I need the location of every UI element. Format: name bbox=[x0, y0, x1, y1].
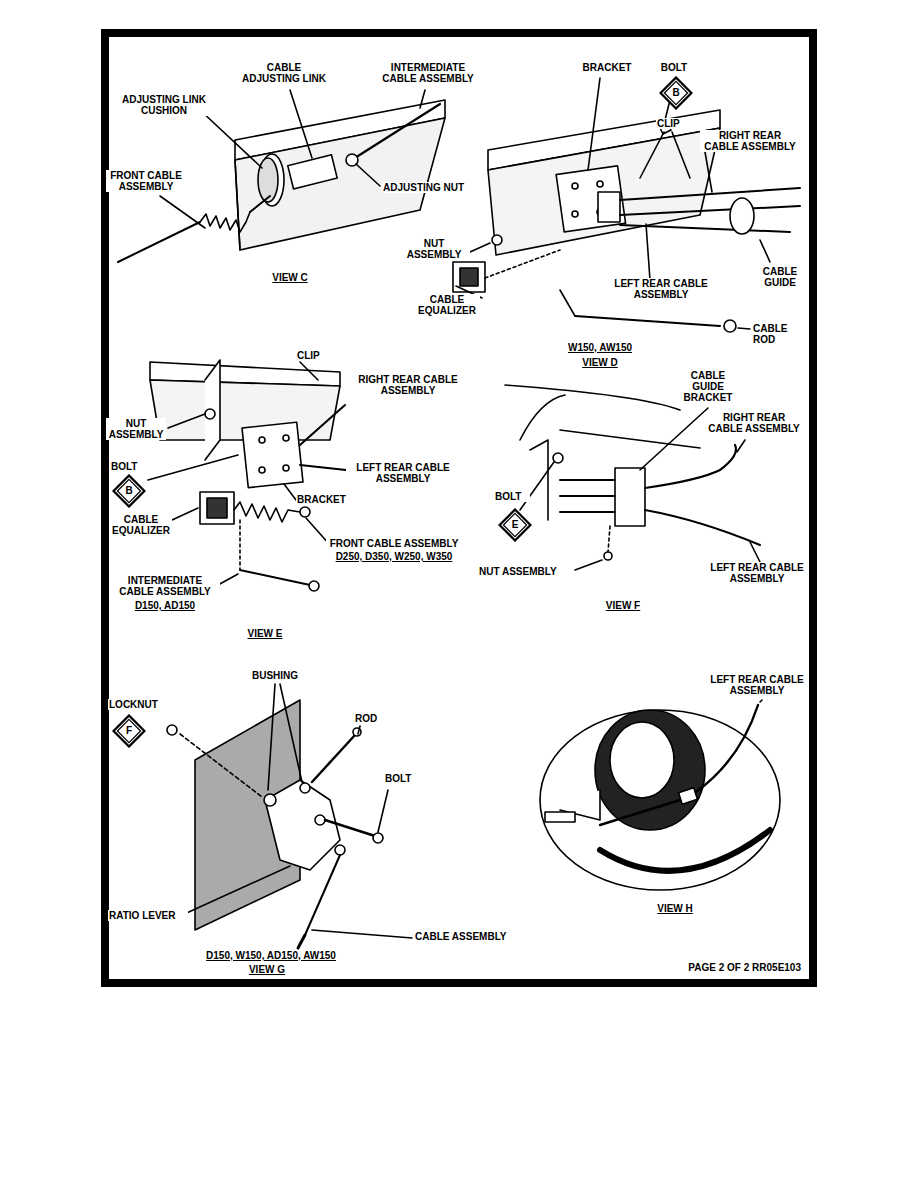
part-label: BUSHING bbox=[244, 670, 306, 681]
view-title: VIEW G bbox=[242, 964, 292, 975]
callout-letter: B bbox=[112, 474, 146, 508]
view-title: VIEW H bbox=[650, 903, 700, 914]
part-label: FRONT CABLE ASSEMBLY bbox=[106, 170, 186, 192]
callout-diamond: F bbox=[112, 714, 146, 748]
view-d-drawing bbox=[453, 78, 800, 332]
part-label: FRONT CABLE ASSEMBLY bbox=[326, 538, 462, 549]
part-label: CABLE ADJUSTING LINK bbox=[238, 62, 330, 84]
part-label: RIGHT REAR CABLE ASSEMBLY bbox=[704, 412, 804, 434]
view-title: VIEW D bbox=[575, 357, 625, 368]
part-label: NUT ASSEMBLY bbox=[478, 566, 574, 577]
view-title: VIEW E bbox=[240, 628, 290, 639]
part-label: BOLT bbox=[494, 491, 530, 502]
part-label: ADJUSTING LINK CUSHION bbox=[114, 94, 214, 116]
part-label: CABLE GUIDE bbox=[756, 266, 804, 288]
model-caption: D150, W150, AD150, AW150 bbox=[186, 950, 356, 961]
part-label: CABLE GUIDE BRACKET bbox=[676, 370, 740, 403]
part-label: CABLE EQUALIZER bbox=[414, 294, 480, 316]
page-footer: PAGE 2 OF 2 RR05E103 bbox=[636, 962, 802, 973]
part-label: RIGHT REAR CABLE ASSEMBLY bbox=[356, 374, 460, 396]
view-title: VIEW F bbox=[598, 600, 648, 611]
callout-letter: F bbox=[112, 714, 146, 748]
part-label: RATIO LEVER bbox=[108, 910, 188, 921]
view-h-drawing bbox=[540, 700, 780, 890]
part-label: INTERMEDIATE CABLE ASSEMBLY bbox=[378, 62, 478, 84]
model-caption: D250, D350, W250, W350 bbox=[318, 551, 470, 562]
callout-letter: B bbox=[659, 76, 693, 110]
callout-diamond: B bbox=[112, 474, 146, 508]
part-label: BOLT bbox=[110, 461, 146, 472]
part-label: CABLE ROD bbox=[752, 323, 806, 345]
part-label: INTERMEDIATE CABLE ASSEMBLY bbox=[110, 575, 220, 597]
part-label: RIGHT REAR CABLE ASSEMBLY bbox=[700, 130, 800, 152]
part-label: CABLE ASSEMBLY bbox=[414, 931, 514, 942]
part-label: BRACKET bbox=[296, 494, 358, 505]
model-caption: D150, AD150 bbox=[125, 600, 205, 611]
part-label: CABLE EQUALIZER bbox=[110, 514, 172, 536]
part-label: ADJUSTING NUT bbox=[382, 182, 472, 193]
part-label: LOCKNUT bbox=[108, 699, 170, 710]
part-label: ROD bbox=[354, 713, 386, 724]
part-label: LEFT REAR CABLE ASSEMBLY bbox=[708, 562, 806, 584]
part-label: LEFT REAR CABLE ASSEMBLY bbox=[606, 278, 716, 300]
view-g-drawing bbox=[167, 684, 412, 948]
part-label: NUT ASSEMBLY bbox=[106, 418, 166, 440]
part-label: BOLT bbox=[384, 773, 422, 784]
part-label: BOLT bbox=[657, 62, 691, 73]
part-label: LEFT REAR CABLE ASSEMBLY bbox=[346, 462, 460, 484]
panel-frame bbox=[105, 33, 813, 983]
callout-diamond: E bbox=[498, 508, 532, 542]
view-e-drawing bbox=[148, 360, 346, 591]
part-label: CLIP bbox=[656, 118, 690, 129]
part-label: LEFT REAR CABLE ASSEMBLY bbox=[708, 674, 806, 696]
model-caption: W150, AW150 bbox=[550, 342, 650, 353]
callout-letter: E bbox=[498, 508, 532, 542]
part-label: BRACKET bbox=[574, 62, 640, 73]
callout-diamond: B bbox=[659, 76, 693, 110]
view-title: VIEW C bbox=[265, 272, 315, 283]
part-label: NUT ASSEMBLY bbox=[398, 238, 470, 260]
part-label: CLIP bbox=[296, 350, 336, 361]
